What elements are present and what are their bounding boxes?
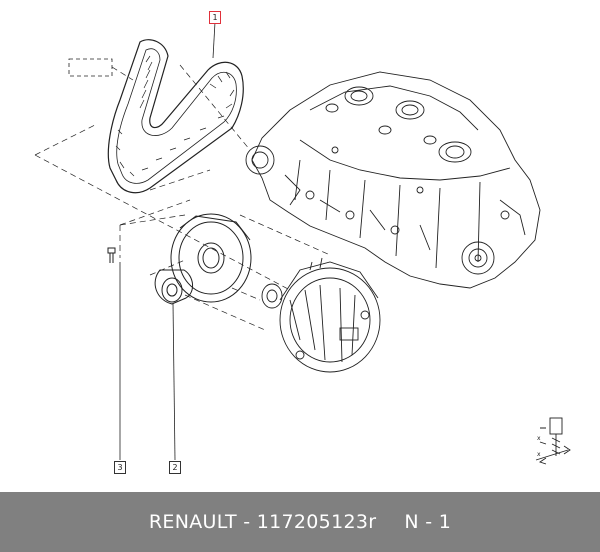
reference-box	[68, 58, 113, 77]
callout-2-tensioner[interactable]: 2	[169, 461, 181, 474]
engine-block	[245, 71, 541, 289]
construction-lines	[34, 64, 331, 331]
part-caption-bar: RENAULT - 117205123r N - 1	[0, 492, 600, 552]
bolt[interactable]	[107, 247, 116, 263]
caption-separator: -	[243, 511, 251, 533]
leader-lines	[119, 21, 216, 461]
part-number: 117205123r	[256, 511, 377, 533]
alternator	[261, 257, 381, 373]
callout-1-belt[interactable]: 1	[209, 11, 221, 24]
svg-text:x: x	[537, 435, 541, 442]
drive-belt[interactable]	[107, 39, 244, 194]
brand-name: RENAULT	[148, 511, 237, 533]
tensioner-pulley[interactable]	[154, 213, 252, 305]
torque-tightening-icon: x x	[535, 417, 571, 465]
callout-3-bolt[interactable]: 3	[114, 461, 126, 474]
variant-code: N - 1	[404, 511, 452, 533]
svg-text:x: x	[537, 451, 541, 458]
exploded-parts-diagram: x x	[34, 21, 571, 465]
